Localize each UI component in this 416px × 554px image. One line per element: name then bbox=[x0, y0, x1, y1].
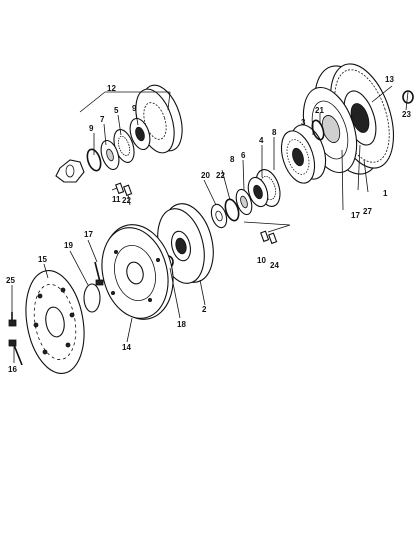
seal-ring-25 bbox=[402, 90, 414, 104]
callout-12: 14 bbox=[122, 343, 131, 352]
callout-22a: 21 bbox=[315, 106, 324, 115]
planetary-assembly-14 bbox=[55, 84, 183, 183]
bolt-16 bbox=[94, 261, 104, 286]
callout-16: 17 bbox=[84, 230, 93, 239]
callout-10: 10 bbox=[257, 256, 266, 265]
callout-26: 27 bbox=[363, 207, 372, 216]
ring-gear-housing bbox=[302, 63, 394, 175]
key-pieces-11-24 bbox=[115, 182, 133, 197]
callout-3: 3 bbox=[301, 118, 306, 127]
callout-8a: 8 bbox=[272, 128, 277, 137]
callout-5: 5 bbox=[114, 106, 119, 115]
callout-1: 1 bbox=[383, 189, 388, 198]
center-gear-set bbox=[210, 169, 281, 229]
callout-21: 20 bbox=[201, 171, 210, 180]
callout-4: 4 bbox=[259, 136, 264, 145]
bolt-27 bbox=[8, 312, 17, 327]
converter-disc bbox=[157, 203, 214, 284]
callout-14: 12 bbox=[107, 84, 116, 93]
callout-19: 18 bbox=[177, 320, 186, 329]
callout-15: 13 bbox=[385, 75, 394, 84]
callout-6: 6 bbox=[241, 151, 246, 160]
callout-18: 17 bbox=[351, 211, 360, 220]
callout-27: 25 bbox=[6, 276, 15, 285]
callout-8b: 8 bbox=[230, 155, 235, 164]
callout-25: 23 bbox=[402, 110, 411, 119]
callout-24: 22 bbox=[122, 196, 131, 205]
callout-13: 15 bbox=[38, 255, 47, 264]
callout-7: 7 bbox=[100, 115, 105, 124]
drive-plate bbox=[25, 270, 85, 374]
callout-9b: 9 bbox=[132, 104, 137, 113]
callout-2: 2 bbox=[202, 305, 207, 314]
callout-23: 24 bbox=[270, 261, 279, 270]
flywheel-plate bbox=[101, 224, 174, 320]
callout-17b: 16 bbox=[8, 365, 17, 374]
callout-11: 11 bbox=[112, 195, 121, 204]
callout-22b: 22 bbox=[216, 171, 225, 180]
key-pieces-10-23 bbox=[260, 230, 278, 245]
leader-lines bbox=[11, 85, 409, 363]
callout-labels: 12 9 7 5 9 11 22 13 23 21 3 8 4 6 8 22 2… bbox=[6, 75, 411, 374]
callout-9a: 9 bbox=[89, 124, 94, 133]
callout-20: 19 bbox=[64, 241, 73, 250]
bolt-17-lower bbox=[8, 339, 23, 366]
spacer-plate-20 bbox=[83, 283, 101, 313]
